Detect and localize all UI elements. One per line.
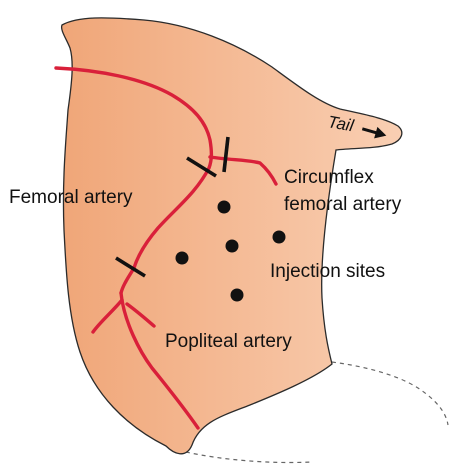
injection-site-dot — [273, 231, 286, 244]
injection-site-dot — [231, 289, 244, 302]
injection-site-dot — [226, 240, 239, 253]
body-contour-bottom — [186, 452, 312, 463]
body-contour — [332, 362, 448, 425]
injection-sites-label: Injection sites — [270, 261, 385, 282]
injection-site-dot — [176, 252, 189, 265]
circumflex-label-line2: femoral artery — [284, 194, 402, 215]
injection-site-dot — [218, 201, 231, 214]
hindlimb-outline — [62, 18, 402, 454]
popliteal-artery-label: Popliteal artery — [165, 331, 292, 352]
circumflex-label-line1: Circumflex — [284, 167, 374, 188]
femoral-artery-label: Femoral artery — [9, 187, 133, 208]
